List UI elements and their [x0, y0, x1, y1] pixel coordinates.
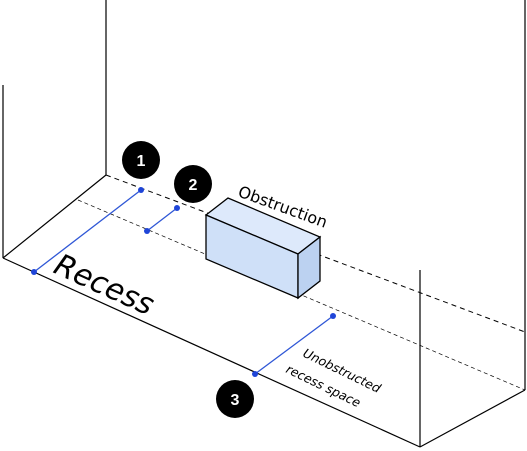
- badge-3-circle: [216, 380, 254, 418]
- back-wall-dashed-line: [105, 174, 526, 333]
- left-floor-edge: [2, 174, 107, 259]
- measure-3-line: [254, 315, 334, 375]
- measure-3-start-dot: [252, 371, 258, 377]
- measure-2-end-dot: [174, 205, 180, 211]
- badge-2-number: 2: [189, 177, 198, 194]
- recess-label: Recess: [49, 247, 160, 322]
- obstruction-side-face: [297, 235, 321, 300]
- badge-1-number: 1: [137, 153, 146, 170]
- measure-2-line: [146, 207, 178, 232]
- obstruction-depth-dashed-line: [77, 199, 526, 391]
- measure-1-start-dot: [31, 269, 37, 275]
- measure-3-end-dot: [330, 313, 336, 319]
- badge-3-number: 3: [231, 392, 240, 409]
- badge-2-circle: [174, 165, 212, 203]
- measure-1-end-dot: [138, 187, 144, 193]
- badge-1-circle: [122, 141, 160, 179]
- measure-1-line: [33, 189, 142, 273]
- floor-front-edge: [2, 257, 421, 448]
- dashed-lines: [77, 174, 526, 391]
- badge-2: 2: [174, 165, 212, 203]
- badge-1: 1: [122, 141, 160, 179]
- measurements: [31, 187, 336, 377]
- measure-2-start-dot: [144, 228, 150, 234]
- right-floor-edge: [419, 389, 526, 448]
- badge-3: 3: [216, 380, 254, 418]
- obstruction-box: [204, 197, 322, 300]
